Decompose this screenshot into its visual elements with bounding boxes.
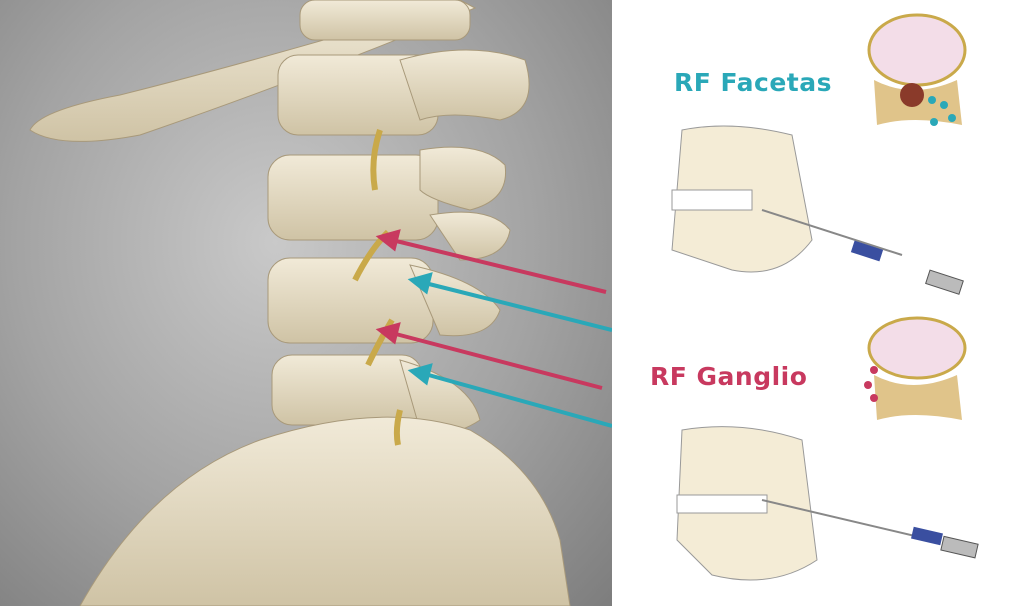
- process-l2: [419, 146, 507, 211]
- facet-needle-diagram: [671, 125, 964, 295]
- rf-ganglio-title: RF Ganglio: [650, 362, 808, 391]
- spine-illustration-panel: [0, 0, 612, 606]
- facet-arrows: [407, 272, 612, 428]
- vertebra-t12: [299, 0, 471, 41]
- pelvis: [79, 416, 571, 606]
- facet-cross-section-diagram: [867, 13, 967, 126]
- lumbar-spine-illustration: [29, 0, 612, 606]
- ganglion-needle-diagram: [676, 426, 979, 581]
- procedure-diagrams: [671, 13, 979, 581]
- ganglion-arrows: [375, 229, 607, 390]
- vertebra-l2: [267, 154, 439, 241]
- rf-facetas-title: RF Facetas: [674, 68, 832, 97]
- vertebra-l3: [267, 257, 434, 344]
- process-l1: [399, 49, 530, 121]
- nerve-root: [352, 129, 403, 446]
- process-l3: [409, 264, 501, 337]
- ganglion-cross-section-diagram: [864, 316, 967, 420]
- process-l2b: [429, 211, 511, 261]
- procedure-panel: RF Facetas RF Ganglio: [612, 0, 1024, 606]
